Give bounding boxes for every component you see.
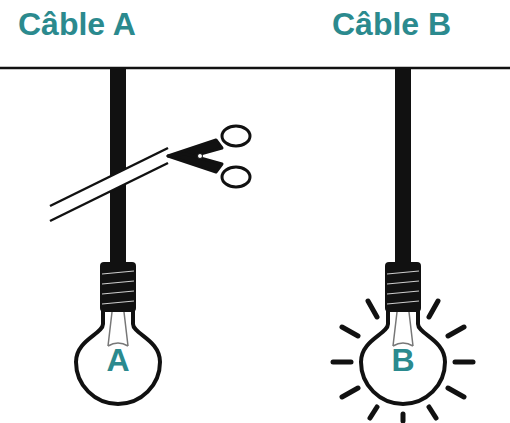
cable-label: Câble A [18, 6, 136, 43]
cable-label: Câble B [332, 6, 451, 43]
cut-mark [50, 163, 168, 221]
bulb-outline [68, 262, 168, 412]
bulb-outline [353, 262, 453, 412]
bulb-filament [393, 312, 413, 346]
cut-gap [50, 148, 168, 221]
supply-line [0, 67, 510, 70]
base-thread [102, 301, 134, 304]
bulb-base [100, 262, 136, 312]
cut-mark [50, 148, 168, 206]
base-thread [102, 281, 134, 284]
bulb-base [385, 262, 421, 312]
bulb-letter: A [68, 342, 168, 379]
base-thread [387, 281, 419, 284]
cable-a [110, 68, 126, 266]
base-thread [102, 291, 134, 294]
base-thread [102, 271, 134, 274]
cable-b [395, 68, 411, 266]
light-bulb: A [68, 262, 168, 412]
base-thread [387, 291, 419, 294]
light-bulb: B [353, 262, 453, 412]
scissors-symbol [168, 126, 250, 187]
bulb-filament [108, 312, 128, 346]
bulb-letter: B [353, 342, 453, 379]
light-rays [333, 301, 473, 421]
base-thread [387, 271, 419, 274]
base-thread [387, 301, 419, 304]
